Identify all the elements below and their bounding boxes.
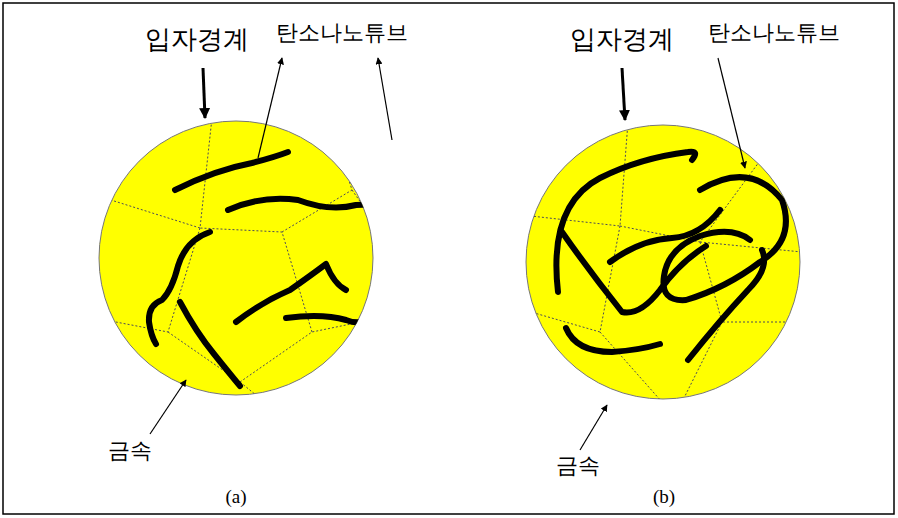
leader-arrow [378,58,392,140]
carbon-nanotubes [556,152,786,360]
leader-arrow [150,380,186,434]
part-label: 금속 [556,453,600,479]
metal-particle [99,121,373,395]
metal-particle [526,125,800,399]
leader-arrow [718,58,745,168]
part-label: 입자경계 [570,24,674,55]
figure-label: (a) [225,486,246,509]
part-label: 탄소나노튜브 [708,20,840,46]
part-label: 입자경계 [145,24,249,55]
grain-boundaries [95,118,380,400]
leader-arrow [203,68,205,118]
figure-label: (b) [653,486,675,509]
grain-boundaries [522,122,802,402]
carbon-nanotubes [149,152,387,386]
part-label: 탄소나노튜브 [276,20,408,46]
leader-arrow [622,68,625,120]
leader-arrow [580,405,607,450]
frame [3,3,894,514]
leader-arrow [258,58,282,158]
part-label: 금속 [108,438,152,464]
